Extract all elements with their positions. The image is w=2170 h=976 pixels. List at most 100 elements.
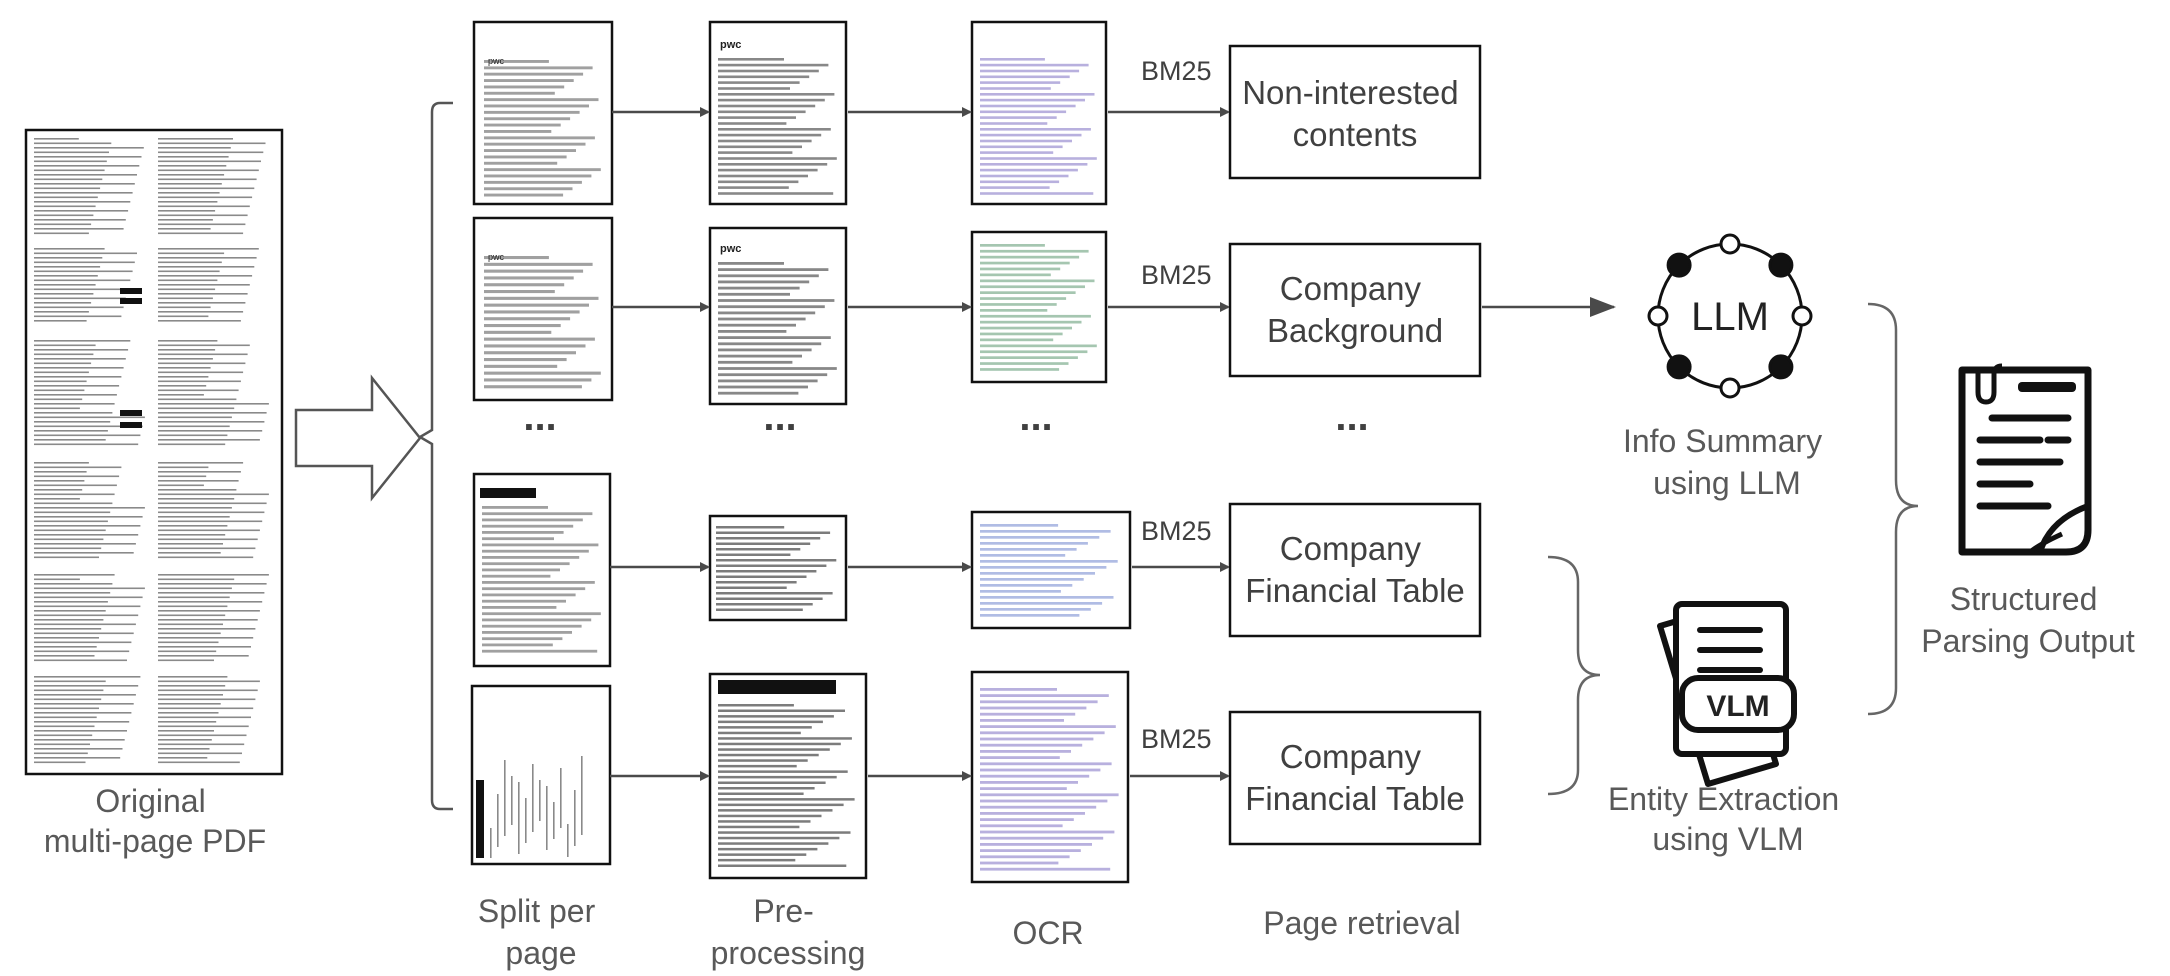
text-line-texture <box>718 367 837 370</box>
text-line-texture <box>980 719 1064 722</box>
text-line-texture <box>158 138 233 140</box>
text-line-texture <box>484 303 589 307</box>
text-line-texture <box>34 412 113 414</box>
text-line-texture <box>34 151 109 154</box>
text-line-texture <box>482 543 599 547</box>
ellipsis-3: ... <box>1019 395 1052 439</box>
svg-text:Split per page: Split per page <box>478 893 604 971</box>
text-line-texture <box>980 356 1078 359</box>
text-line-texture <box>158 371 244 374</box>
text-line-texture <box>482 618 592 622</box>
text-line-texture <box>716 581 797 584</box>
text-line-texture <box>158 284 250 286</box>
text-line-texture <box>539 780 541 821</box>
svg-text:pwc: pwc <box>720 243 741 255</box>
text-line-texture <box>980 554 1066 557</box>
split-page-2: pwc <box>472 216 614 402</box>
text-line-texture <box>718 842 829 845</box>
text-line-texture <box>718 75 810 79</box>
text-line-texture <box>980 781 1078 784</box>
text-line-texture <box>34 376 122 378</box>
text-line-texture <box>980 830 1115 834</box>
bm25-label-3: BM25 <box>1141 516 1212 546</box>
text-line-texture <box>158 266 255 268</box>
llm-node <box>1768 354 1794 380</box>
text-line-texture <box>34 655 95 657</box>
text-line-texture <box>158 547 256 550</box>
text-line-texture <box>34 619 104 621</box>
text-line-texture <box>980 267 1061 271</box>
text-line-texture <box>484 330 552 334</box>
text-line-texture <box>158 538 258 541</box>
llm-node <box>1666 354 1692 380</box>
svg-text:Entity Extraction using VL: Entity Extraction using VLM <box>1608 781 1848 857</box>
text-line-texture <box>34 725 95 728</box>
text-line-texture <box>718 764 797 768</box>
text-line-texture <box>484 371 601 375</box>
text-line-texture <box>484 256 549 260</box>
text-line-texture <box>718 63 829 67</box>
text-line-texture <box>581 756 583 835</box>
text-line-texture <box>716 553 791 556</box>
flow-arrows <box>610 107 1230 781</box>
text-line-texture <box>980 192 1094 195</box>
text-line-texture <box>484 276 574 280</box>
text-line-texture <box>158 169 259 172</box>
text-line-texture <box>34 362 92 365</box>
text-line-texture <box>34 358 126 360</box>
text-line-texture <box>980 128 1091 131</box>
preprocessing-label-1: Pre- <box>753 893 813 929</box>
text-line-texture <box>484 130 552 133</box>
text-line-texture <box>158 142 266 145</box>
split-per-page-label-2: page <box>505 935 576 971</box>
text-line-texture <box>482 531 564 534</box>
category-box-company-background: Company Background <box>1228 242 1482 378</box>
text-line-texture <box>34 730 127 732</box>
text-line-texture <box>980 596 1114 599</box>
text-line-texture <box>34 421 111 423</box>
text-line-texture <box>158 293 248 295</box>
text-line-texture <box>980 273 1051 277</box>
text-line-texture <box>158 412 267 414</box>
text-line-texture <box>158 252 225 255</box>
text-line-texture <box>158 525 228 527</box>
text-line-texture <box>980 122 1048 125</box>
text-line-texture <box>718 748 830 751</box>
category-label-3a: Company <box>1280 530 1422 567</box>
entity-extraction-label-2: using VLM <box>1652 821 1803 857</box>
ellipsis-2: ... <box>763 395 796 439</box>
text-line-texture <box>158 583 267 585</box>
structured-output-label-2: Parsing Output <box>1921 623 2135 659</box>
text-line-texture <box>718 139 812 143</box>
text-line-texture <box>718 798 855 801</box>
text-line-texture <box>718 775 837 779</box>
text-line-texture <box>718 731 801 735</box>
text-line-texture <box>158 725 249 728</box>
text-line-texture <box>980 572 1095 575</box>
text-line-texture <box>718 737 852 740</box>
entity-extraction-label-1: Entity Extraction <box>1608 781 1839 817</box>
text-line-texture <box>34 201 131 203</box>
text-line-texture <box>511 776 513 825</box>
pages-bracket <box>417 101 453 811</box>
text-line-texture <box>158 730 214 732</box>
category-label-4b: Financial Table <box>1245 780 1465 817</box>
text-line-texture <box>716 592 833 595</box>
text-line-texture <box>482 587 586 591</box>
split-page-4 <box>470 684 612 866</box>
text-line-texture <box>34 187 101 190</box>
text-line-texture <box>718 163 828 166</box>
text-line-texture <box>34 462 89 464</box>
text-line-texture <box>980 151 1054 154</box>
text-line-texture <box>716 597 823 600</box>
text-line-texture <box>34 443 139 446</box>
text-line-texture <box>980 104 1076 108</box>
text-line-texture <box>158 685 226 687</box>
preprocessed-page-4 <box>708 672 868 880</box>
text-line-texture <box>158 516 230 518</box>
text-line-texture <box>158 380 241 383</box>
text-line-texture <box>158 223 246 226</box>
output-bracket <box>1867 302 1919 716</box>
text-line-texture <box>158 165 227 167</box>
text-line-texture <box>718 360 793 364</box>
